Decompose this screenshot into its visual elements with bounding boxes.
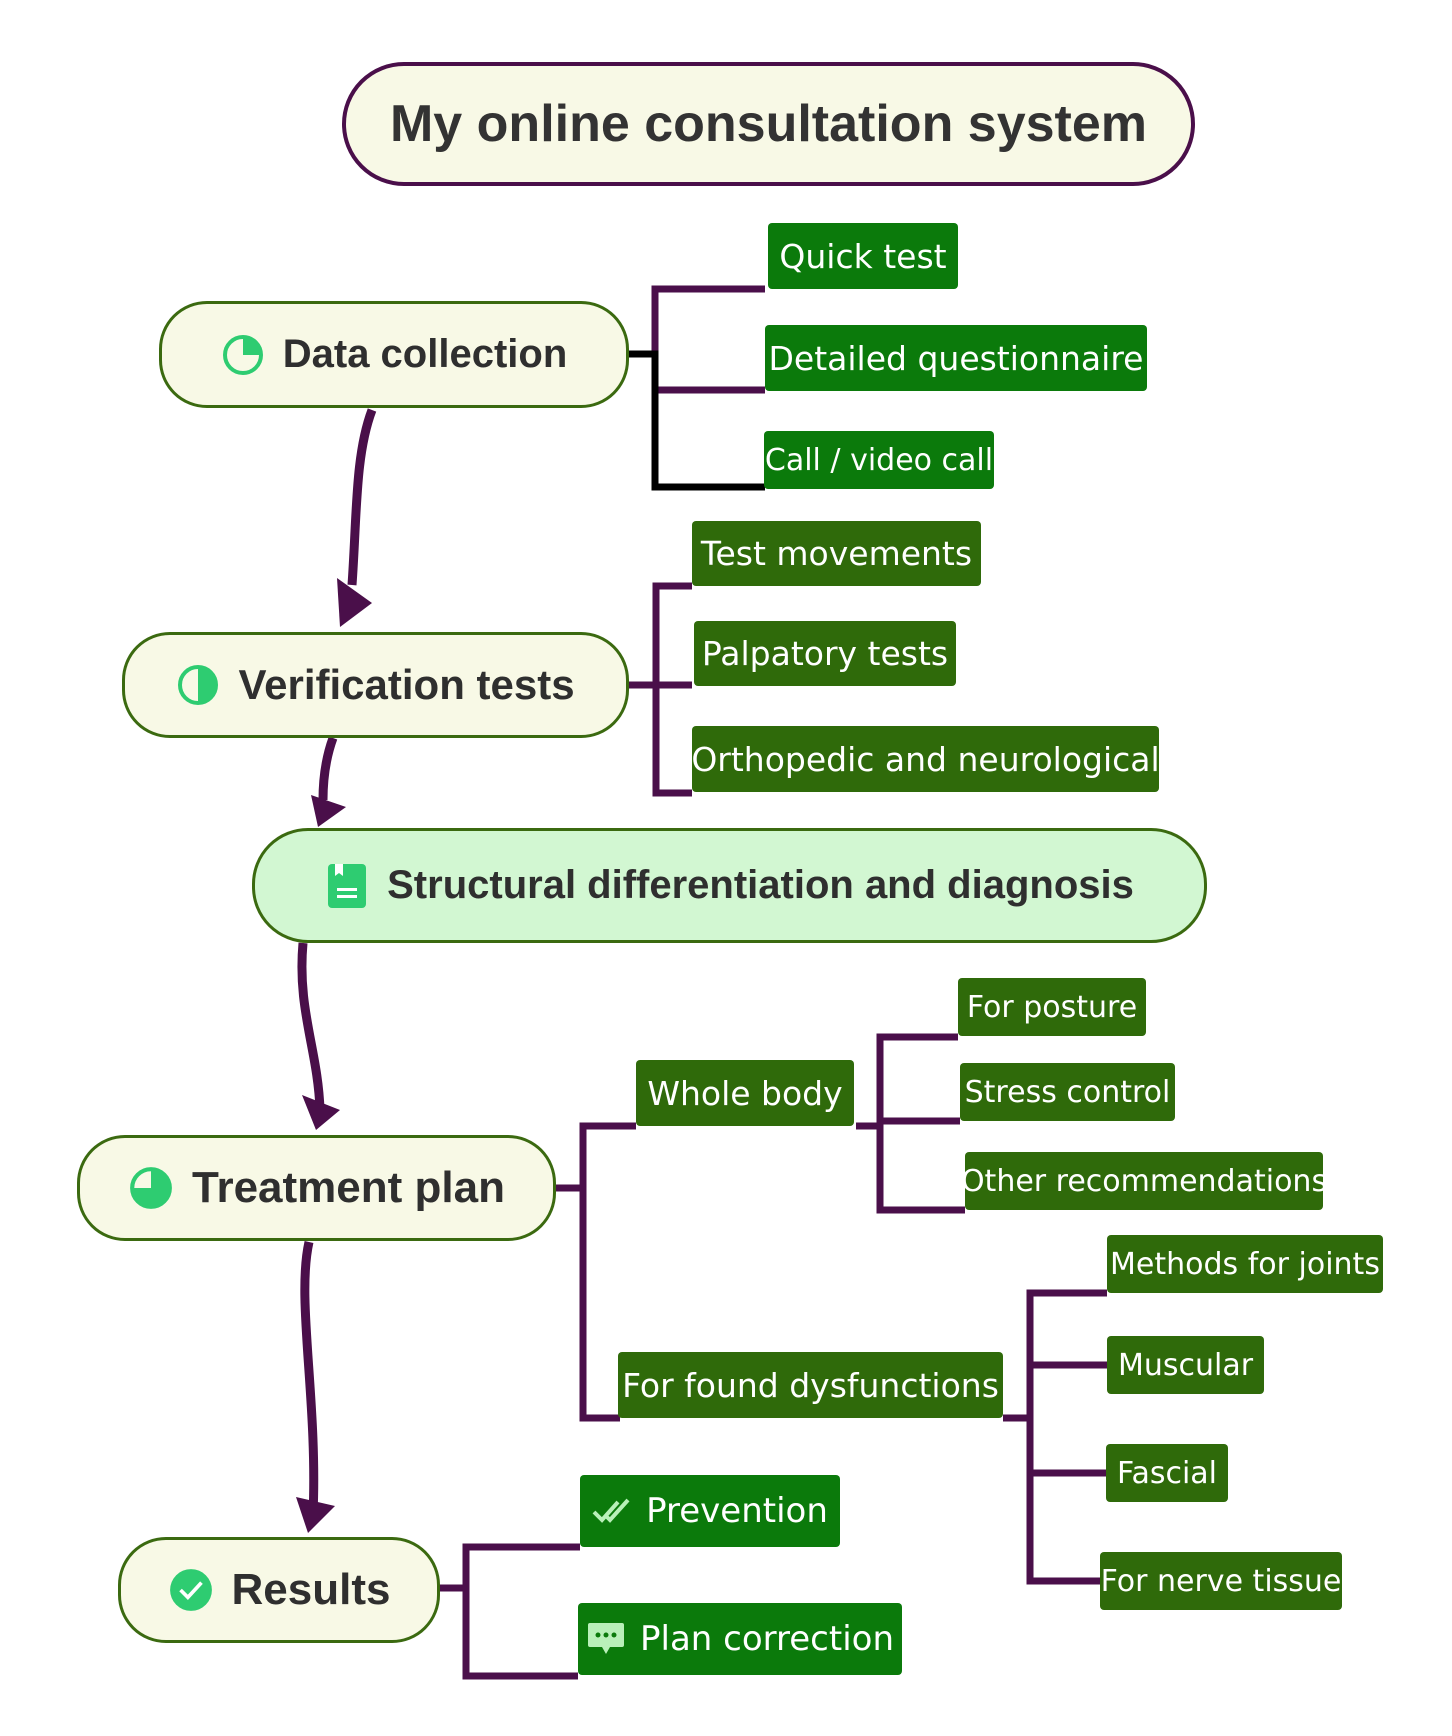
item-stress-control[interactable]: Stress control — [960, 1063, 1175, 1121]
pie-quarter-icon — [221, 333, 265, 377]
document-icon — [325, 862, 369, 910]
item-plan-correction[interactable]: Plan correction — [578, 1603, 902, 1675]
diagram-title-text: My online consultation system — [389, 95, 1148, 153]
bracket-data-collection — [628, 285, 765, 491]
bracket-verification — [628, 582, 692, 797]
item-muscular[interactable]: Muscular — [1107, 1336, 1264, 1394]
check-circle-icon — [168, 1567, 214, 1613]
item-for-posture[interactable]: For posture — [958, 978, 1146, 1036]
half-circle-icon — [176, 663, 220, 707]
arrow-treatment-to-results — [300, 1241, 319, 1516]
arrowhead-results — [296, 1497, 335, 1533]
bracket-whole-body — [856, 1033, 965, 1214]
arrowhead-treatment — [302, 1095, 340, 1130]
arrow-diagnosis-to-treatment — [297, 942, 325, 1111]
bracket-treatment — [556, 1122, 636, 1422]
stage-data-collection-label: Data collection — [282, 332, 568, 376]
item-call-video-call[interactable]: Call / video call — [764, 431, 994, 489]
item-palpatory-tests[interactable]: Palpatory tests — [694, 621, 956, 686]
arrowhead-diagnosis — [311, 795, 346, 827]
item-fascial[interactable]: Fascial — [1106, 1444, 1228, 1502]
item-prevention[interactable]: Prevention — [580, 1475, 840, 1547]
item-detailed-questionnaire[interactable]: Detailed questionnaire — [765, 325, 1147, 391]
bracket-dysfunctions — [1003, 1289, 1107, 1585]
double-check-icon — [592, 1496, 632, 1526]
stage-results-label: Results — [231, 1565, 391, 1614]
stage-data-collection[interactable]: Data collection — [159, 301, 629, 408]
item-quick-test[interactable]: Quick test — [768, 223, 958, 289]
diagram-title: My online consultation system — [342, 62, 1195, 186]
stage-treatment-plan[interactable]: Treatment plan — [77, 1135, 556, 1241]
bracket-results — [440, 1543, 580, 1680]
flow-arrows — [297, 408, 377, 1516]
branch-whole-body[interactable]: Whole body — [636, 1060, 854, 1126]
chat-bubble-icon — [586, 1620, 626, 1658]
flow-arrowheads — [296, 578, 372, 1533]
item-test-movements[interactable]: Test movements — [692, 521, 981, 586]
stage-results[interactable]: Results — [118, 1537, 440, 1643]
item-for-nerve-tissue[interactable]: For nerve tissue — [1100, 1552, 1342, 1610]
arrow-verification-to-diagnosis — [318, 736, 338, 801]
stage-treatment-plan-label: Treatment plan — [192, 1163, 505, 1212]
arrow-data-to-verification — [347, 408, 377, 586]
stage-diagnosis[interactable]: Structural differentiation and diagnosis — [252, 828, 1207, 943]
branch-found-dysfunctions[interactable]: For found dysfunctions — [618, 1352, 1003, 1418]
stage-verification-tests[interactable]: Verification tests — [122, 632, 629, 738]
arrowhead-verification — [337, 578, 372, 627]
item-orthopedic-neurological[interactable]: Orthopedic and neurological — [691, 726, 1160, 792]
item-other-recommendations[interactable]: Other recommendations — [961, 1152, 1327, 1210]
pie-three-quarter-icon — [128, 1165, 174, 1211]
item-methods-for-joints[interactable]: Methods for joints — [1107, 1235, 1383, 1293]
stage-diagnosis-label: Structural differentiation and diagnosis — [387, 863, 1134, 907]
stage-verification-tests-label: Verification tests — [238, 661, 575, 708]
